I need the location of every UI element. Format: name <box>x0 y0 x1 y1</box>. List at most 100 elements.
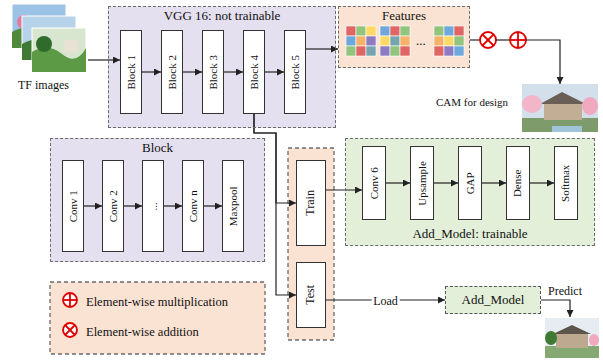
connector-arrow <box>164 205 182 206</box>
image-blossom <box>522 95 542 113</box>
node-label: Dense <box>512 169 525 197</box>
connector-arrow <box>142 71 161 72</box>
cross-symbol <box>63 323 77 337</box>
image-water <box>552 126 582 132</box>
feature-cell <box>390 36 400 46</box>
feature-map <box>346 26 464 56</box>
edge-label-holder: Load <box>371 291 400 309</box>
node-label: Conv 1 <box>67 190 80 222</box>
layer-box: Conv 6 <box>362 146 386 220</box>
node-label: Maxpool <box>227 186 240 226</box>
node-label: Add_Model <box>462 293 525 308</box>
input-arrow <box>88 59 120 60</box>
edge-label: Load <box>371 295 400 309</box>
connector-arrow <box>84 205 102 206</box>
image-roof <box>553 325 591 334</box>
feature-cell <box>380 46 390 56</box>
node-label: ... <box>147 202 160 210</box>
connector-arrow <box>265 71 284 72</box>
tf-photo <box>22 16 76 60</box>
label-holder: CAM for design <box>436 92 508 110</box>
image-sky <box>522 84 598 132</box>
node-label: GAP <box>464 172 477 194</box>
feature-cell <box>400 36 410 46</box>
feature-cell <box>366 36 376 46</box>
connector-arrow <box>306 48 338 49</box>
feature-cell <box>434 46 444 56</box>
predict-arrow <box>541 300 570 317</box>
flow-line <box>496 39 510 40</box>
operator-cross <box>483 35 494 46</box>
feature-cell <box>454 46 464 56</box>
connector-arrow <box>482 182 506 183</box>
group-fill <box>345 138 595 246</box>
feature-cell <box>400 26 410 36</box>
legend-text: Element-wise addition <box>86 325 199 339</box>
model-group: Add_Model: trainable Conv 6 Upsample GAP Den… <box>345 138 595 246</box>
legend-row: Element-wise multiplication <box>86 292 228 310</box>
label-holder: ... <box>416 31 426 49</box>
image-building <box>544 96 582 120</box>
predict-image <box>545 318 599 358</box>
photo-hill <box>32 47 86 72</box>
train-box: Train <box>296 160 326 246</box>
feature-cell <box>444 46 454 56</box>
node-label: Block <box>142 141 173 156</box>
plus-symbol <box>63 299 77 301</box>
plus-symbol <box>69 293 71 307</box>
image-ground <box>522 118 598 132</box>
cross-symbol <box>65 325 75 335</box>
connector-arrow <box>204 205 222 206</box>
group-fill <box>50 138 265 262</box>
operator-plus <box>510 39 526 41</box>
legend-box <box>50 282 265 354</box>
layer-box: Conv 2 <box>102 160 124 252</box>
image-tree <box>545 331 557 345</box>
tf-photo <box>32 28 86 72</box>
feature-cell <box>356 26 366 36</box>
operator-circle <box>480 32 496 48</box>
ellipsis-label: ... <box>416 34 426 49</box>
node-label: Add_Model: trainable <box>412 227 527 242</box>
layer-box: Conv n <box>182 160 204 252</box>
photo-sky <box>32 28 86 72</box>
image-caption: CAM for design <box>436 96 508 109</box>
photo-sky <box>22 16 76 60</box>
features-panel: Features <box>338 6 470 68</box>
block-box: Block 4 <box>243 30 265 114</box>
feature-cell <box>390 46 400 56</box>
flow-line <box>470 39 480 40</box>
node-label: Softmax <box>560 164 573 201</box>
connector-arrow <box>124 205 142 206</box>
layer-box: Softmax <box>554 146 578 220</box>
image-roof <box>540 92 586 104</box>
node-label: Conv n <box>187 190 200 222</box>
node-label: Features <box>382 9 426 24</box>
feature-cell <box>390 26 400 36</box>
feature-cell <box>400 46 410 56</box>
layer-box: Maxpool <box>222 160 244 252</box>
node-label: Conv 2 <box>107 190 120 222</box>
node-label: Block 3 <box>207 55 220 90</box>
cross-symbol <box>65 325 75 335</box>
feature-cell <box>434 26 444 36</box>
block-box: Block 5 <box>284 30 306 114</box>
node-label: Conv 6 <box>368 167 381 199</box>
connector-arrow <box>224 71 243 72</box>
operator-cross <box>483 35 494 46</box>
photo-sky <box>12 4 66 48</box>
block-box: Block 3 <box>202 30 224 114</box>
block-box: Block 1 <box>120 30 142 114</box>
tf-photo <box>12 4 66 48</box>
photo-house <box>64 40 78 52</box>
block-box: Block 2 <box>161 30 183 114</box>
image-ground <box>545 346 599 358</box>
feature-cell <box>444 26 454 36</box>
node-label: Upsample <box>416 161 429 206</box>
feature-cell <box>444 36 454 46</box>
label-holder: Predict <box>548 281 582 299</box>
connector-arrow <box>434 182 458 183</box>
feature-cell <box>454 26 464 36</box>
image-caption: TF images <box>18 79 69 93</box>
